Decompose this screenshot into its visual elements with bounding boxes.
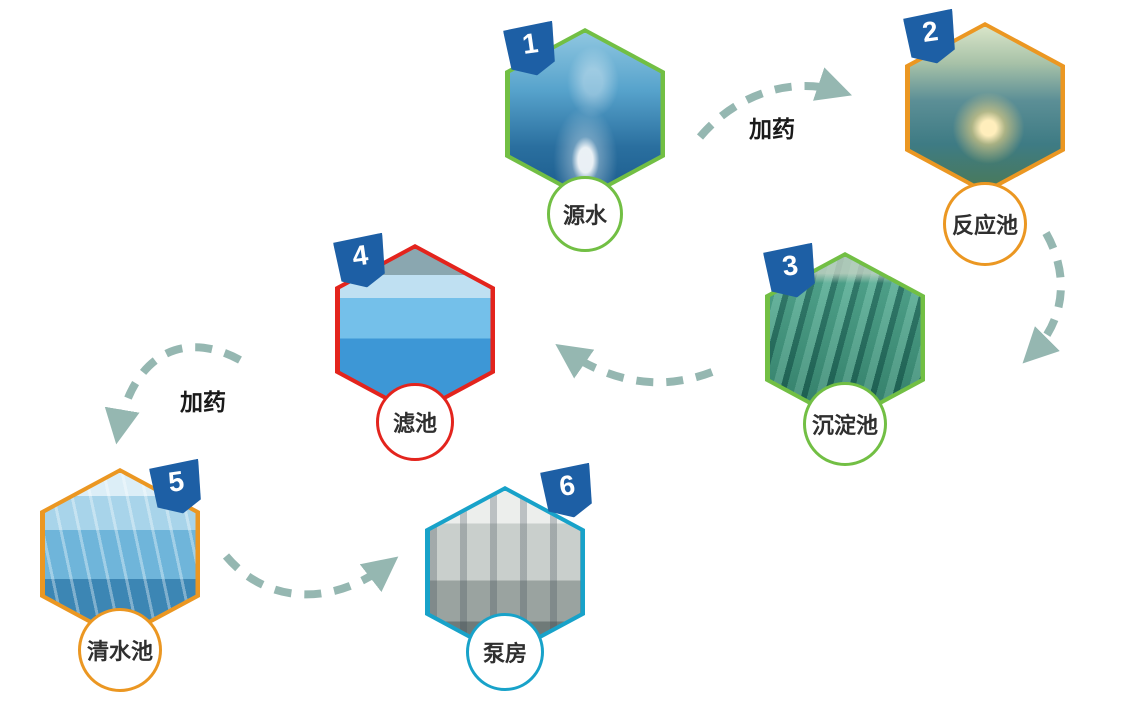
node-label: 滤池: [376, 383, 454, 461]
node-label-text: 清水池: [86, 639, 153, 664]
node-pump-house: 6 泵房: [425, 486, 585, 691]
node-label: 清水池: [78, 608, 162, 692]
node-label: 反应池: [943, 182, 1027, 266]
step-number: 6: [557, 469, 577, 502]
node-label: 源水: [547, 176, 623, 252]
node-clear-water-pool: 5 清水池: [40, 468, 200, 692]
node-filter-pool: 4 滤池: [335, 244, 495, 461]
arrow-clearwater-to-pump: [222, 553, 399, 599]
node-reaction-pool: 2 反应池: [905, 22, 1065, 266]
edge-label-add-chemicals-1: 加药: [749, 116, 795, 142]
step-number: 4: [350, 239, 370, 272]
step-number: 3: [780, 249, 800, 282]
edge-label-add-chemicals-2: 加药: [180, 389, 226, 415]
step-number: 2: [920, 15, 940, 48]
node-label-text: 泵房: [482, 641, 527, 666]
node-sedimentation-pool: 3 沉淀池: [765, 252, 925, 466]
node-source-water: 1 源水: [505, 28, 665, 252]
step-number: 5: [166, 465, 186, 498]
node-label-text: 滤池: [392, 411, 437, 436]
node-label: 沉淀池: [803, 382, 887, 466]
node-label-text: 沉淀池: [811, 413, 878, 438]
node-label-text: 源水: [562, 203, 607, 228]
arrow-sedimentation-to-filter: [555, 343, 714, 387]
node-label: 泵房: [466, 613, 544, 691]
node-label-text: 反应池: [951, 213, 1018, 238]
arrow-reaction-to-sedimentation: [1022, 231, 1065, 364]
step-number: 1: [520, 27, 540, 60]
